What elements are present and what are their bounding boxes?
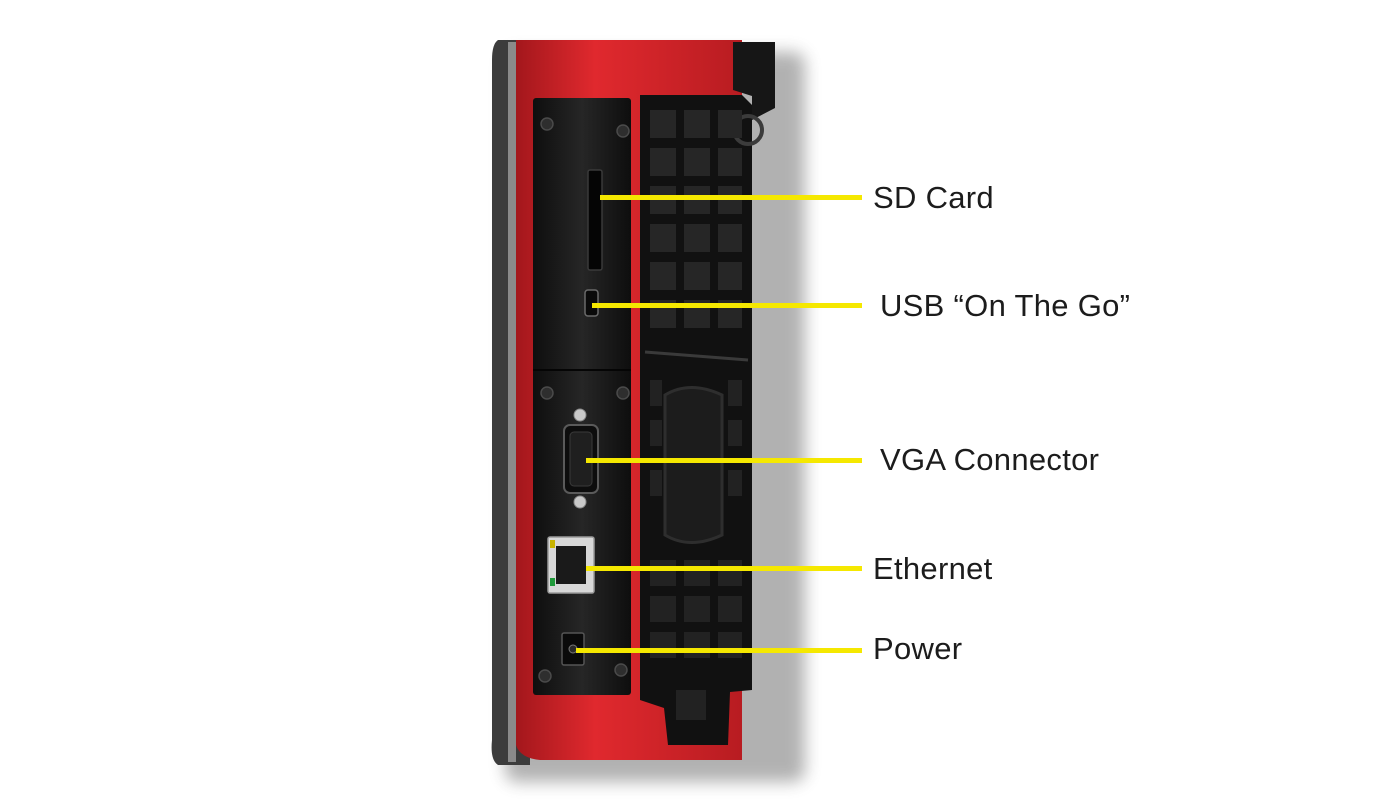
grip-handle-recess bbox=[663, 386, 724, 544]
grip-cell bbox=[684, 148, 710, 176]
usb-otg-label: USB “On The Go” bbox=[880, 288, 1131, 323]
screw bbox=[538, 669, 552, 683]
screw bbox=[540, 386, 554, 400]
grip-cell bbox=[676, 690, 706, 720]
grip-cell bbox=[718, 560, 742, 586]
grip-cell bbox=[718, 186, 742, 214]
grip-cell bbox=[718, 148, 742, 176]
grip-cell bbox=[650, 148, 676, 176]
grip-cell bbox=[650, 470, 662, 496]
screw bbox=[614, 663, 628, 677]
screw bbox=[616, 386, 630, 400]
vga-connector-label: VGA Connector bbox=[880, 442, 1100, 477]
grip-cell bbox=[684, 224, 710, 252]
grip-cell bbox=[728, 420, 742, 446]
sd-card-leader-line bbox=[600, 195, 862, 200]
screw bbox=[616, 124, 630, 138]
grip-cell bbox=[718, 110, 742, 138]
grip-cell bbox=[718, 224, 742, 252]
ethernet-jack-opening bbox=[556, 546, 586, 584]
vga-screw-bottom bbox=[573, 495, 587, 509]
grip-cell bbox=[684, 596, 710, 622]
grip-pattern-upper bbox=[650, 110, 742, 328]
grip-pattern-lower bbox=[650, 380, 742, 720]
vga-leader-line bbox=[586, 458, 862, 463]
ethernet-label: Ethernet bbox=[873, 551, 993, 586]
usb-otg-leader-line bbox=[592, 303, 862, 308]
grip-cell bbox=[650, 560, 676, 586]
panel-screws bbox=[538, 117, 630, 683]
grip-cell bbox=[684, 110, 710, 138]
ethernet-leader-line bbox=[586, 566, 862, 571]
power-leader-line bbox=[576, 648, 862, 653]
device-edge-stripe bbox=[508, 42, 516, 762]
ethernet-led-green bbox=[550, 578, 555, 586]
sd-card-slot bbox=[587, 169, 603, 271]
grip-cell bbox=[650, 262, 676, 290]
grip-cell bbox=[728, 470, 742, 496]
grip-cell bbox=[650, 420, 662, 446]
grip-cell bbox=[728, 380, 742, 406]
grip-cell bbox=[650, 596, 676, 622]
grip-cell bbox=[684, 186, 710, 214]
grip-cell bbox=[650, 186, 676, 214]
grip-cell bbox=[650, 380, 662, 406]
grip-cell bbox=[718, 262, 742, 290]
grip-cell bbox=[650, 110, 676, 138]
grip-cell bbox=[684, 632, 710, 658]
grip-cell bbox=[650, 632, 676, 658]
grip-cell bbox=[684, 262, 710, 290]
power-label: Power bbox=[873, 631, 963, 666]
grip-cell bbox=[684, 560, 710, 586]
grip-cell bbox=[650, 224, 676, 252]
grip-divider bbox=[644, 350, 749, 362]
hinge-block bbox=[733, 42, 775, 120]
grip-cell bbox=[718, 632, 742, 658]
screw bbox=[540, 117, 554, 131]
sd-card-label: SD Card bbox=[873, 180, 994, 215]
ethernet-led-yellow bbox=[550, 540, 555, 548]
grip-cell bbox=[718, 596, 742, 622]
vga-screw-top bbox=[573, 408, 587, 422]
